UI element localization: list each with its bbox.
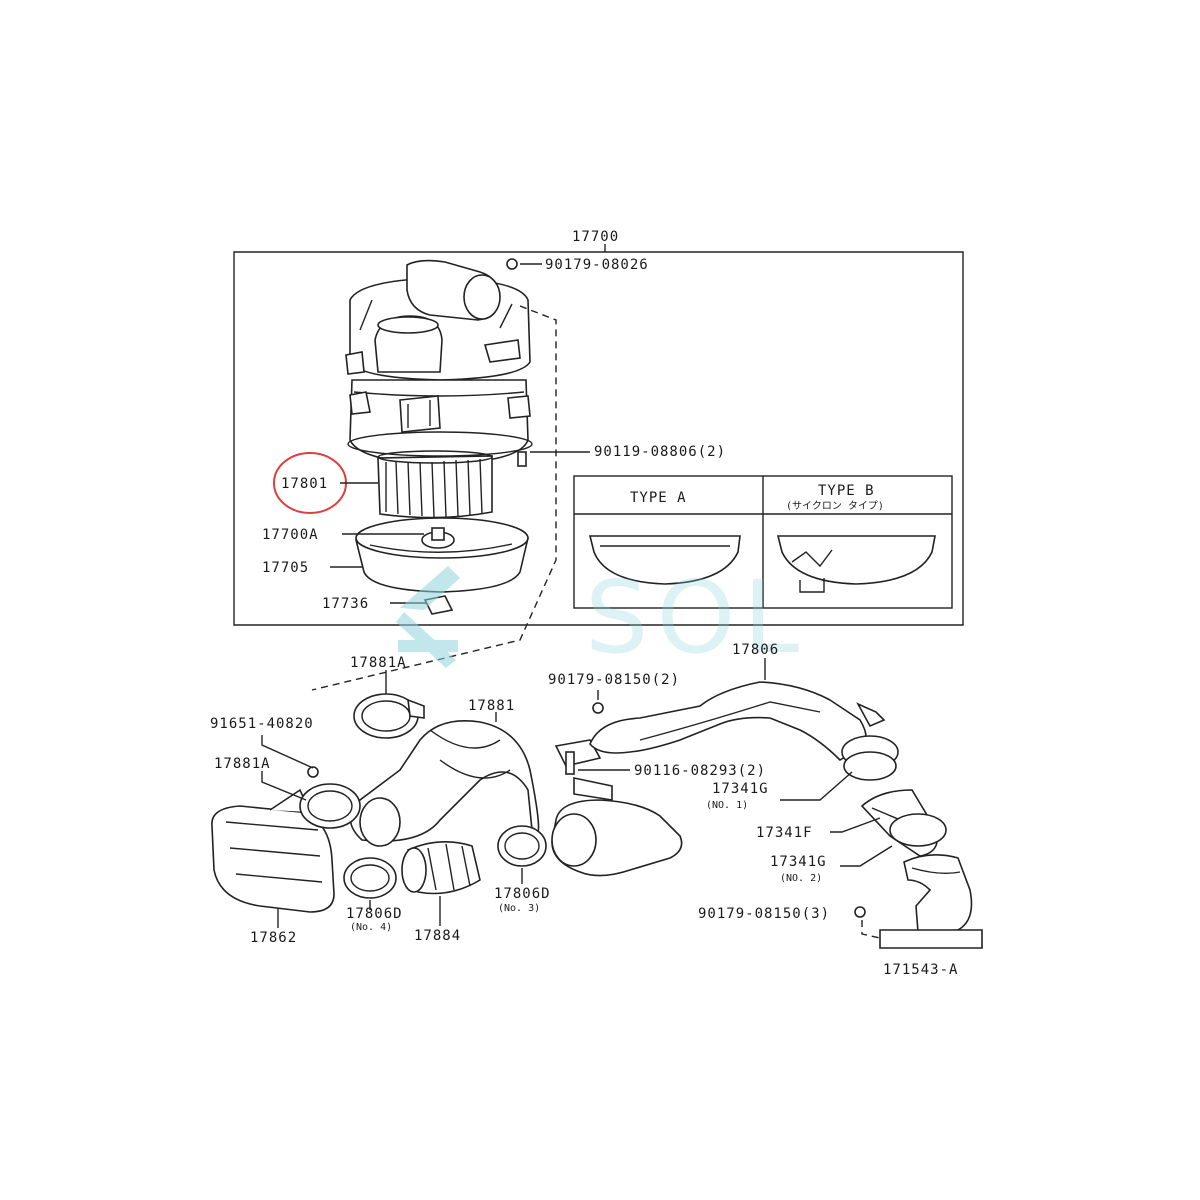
air-cleaner-lower-case	[355, 517, 529, 615]
drawing-number: 171543-A	[883, 962, 958, 978]
callout-17705: 17705	[262, 560, 309, 576]
assembly-label: 17700	[572, 229, 619, 245]
callout-17736: 17736	[322, 596, 369, 612]
callout-no1: (NO. 1)	[706, 800, 748, 811]
callout-17341g-no1: 17341G	[712, 781, 769, 797]
nut-90179-08026	[506, 258, 518, 270]
type-b-note: (サイクロン タイプ)	[786, 500, 884, 512]
watermark-text: SOL	[585, 559, 807, 676]
nut-90179-08150-2	[592, 702, 604, 714]
callout-17806d-no3: 17806D	[494, 886, 551, 902]
clamp-17806d-no4	[343, 857, 397, 899]
callout-17806d-no4: 17806D	[346, 906, 403, 922]
intake-pipe-manifold	[879, 854, 983, 949]
intercooler-hose-17341f	[843, 751, 947, 857]
watermark: SOL	[396, 559, 807, 676]
callout-17801: 17801	[281, 476, 328, 492]
callout-91651-40820: 91651-40820	[210, 716, 314, 732]
callout-17341g-no2: 17341G	[770, 854, 827, 870]
callouts-lower: 17881A 17806 90179-08150(2) 91651-40820 …	[210, 642, 958, 978]
nut-91651-40820	[307, 766, 319, 778]
callout-90179-08026: 90179-08026	[545, 257, 649, 273]
callout-90179-08150-2: 90179-08150(2)	[548, 672, 680, 688]
callout-no3: (No. 3)	[498, 903, 540, 914]
type-inset-table: TYPE A TYPE B (サイクロン タイプ)	[573, 475, 953, 609]
callout-90119-08806: 90119-08806(2)	[594, 444, 726, 460]
callout-17862: 17862	[250, 930, 297, 946]
clamp-17341g-no2	[889, 813, 947, 847]
callout-17881a-left: 17881A	[214, 756, 271, 772]
air-cleaner-assembly-frame: 17700	[233, 229, 964, 626]
bolt-90179-08150-3	[854, 906, 866, 918]
hose-17884	[401, 841, 481, 895]
callout-90116-08293: 90116-08293(2)	[634, 763, 766, 779]
clamp-17806d-no3	[497, 825, 547, 867]
air-cleaner-cap	[345, 259, 531, 381]
bolt-90119-08806	[517, 451, 527, 467]
type-a-tray	[588, 535, 741, 585]
filter-element	[377, 450, 493, 519]
callout-17881: 17881	[468, 698, 515, 714]
callout-17700a: 17700A	[262, 527, 319, 543]
callout-90179-08150-3: 90179-08150(3)	[698, 906, 830, 922]
callout-17341f: 17341F	[756, 825, 813, 841]
callout-17884: 17884	[414, 928, 461, 944]
intake-hose-17881	[349, 720, 540, 847]
callout-17806: 17806	[732, 642, 779, 658]
air-cleaner-body	[347, 379, 533, 465]
clamp-17881a-top	[353, 693, 425, 739]
type-a-label: TYPE A	[630, 490, 687, 506]
callout-no4: (No. 4)	[350, 922, 392, 933]
turbocharger	[551, 739, 683, 877]
callout-no2: (NO. 2)	[780, 873, 822, 884]
clamp-17341g-no1	[843, 751, 897, 781]
callouts-assembly: 90179-08026 90119-08806(2) 17801 17700A …	[262, 257, 726, 612]
callout-17881a-top: 17881A	[350, 655, 407, 671]
type-b-tray	[776, 535, 936, 585]
type-b-label: TYPE B	[818, 483, 875, 499]
clamp-17881a-left	[299, 783, 361, 829]
